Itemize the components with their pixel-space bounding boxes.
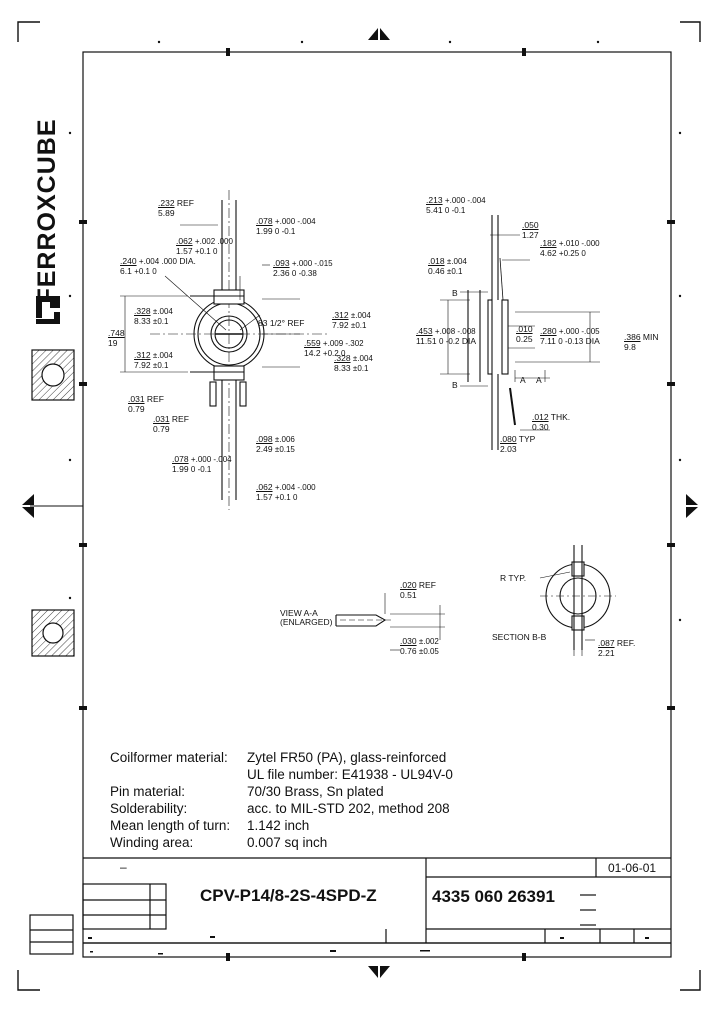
- view-aa-drawing: [335, 593, 445, 651]
- section-bb-r-label: R TYP.: [500, 573, 527, 583]
- section-marker-top: B: [452, 288, 458, 298]
- drawing-frame: [82, 51, 672, 958]
- section-bb-label: SECTION B-B: [492, 632, 547, 642]
- dim-240-dia: .240 +.004 .000 DIA.6.1 +0.1 0: [120, 256, 196, 276]
- side-view-drawing: [440, 215, 600, 450]
- issue-date: 01-06-01: [608, 861, 657, 875]
- front-view-drawing: [120, 190, 330, 510]
- title-block-lines: [29, 857, 671, 955]
- brand-name: FERROXCUBE: [33, 118, 61, 304]
- hatched-box-1: [31, 349, 75, 401]
- title-dash: –: [120, 860, 127, 874]
- hatched-box-2: [31, 609, 75, 657]
- dim-012-thk: .012 THK.0.30: [532, 412, 571, 432]
- centering-arrows: [22, 28, 698, 978]
- brand-logo: FERROXCUBE: [16, 118, 80, 304]
- section-marker-bottom: B: [452, 380, 458, 390]
- section-bb-drawing: [539, 545, 616, 656]
- view-marker-left: A: [520, 375, 526, 385]
- corner-marks: [17, 21, 701, 991]
- view-aa-label: VIEW A-A(ENLARGED): [280, 608, 333, 627]
- ferroxcube-logo-icon: [36, 296, 60, 324]
- code-number: 4335 060 26391: [432, 887, 555, 906]
- type-number: CPV-P14/8-2S-4SPD-Z: [200, 886, 377, 905]
- view-marker-right: A: [536, 375, 542, 385]
- section-bb-dim-087: .087 REF.2.21: [598, 638, 636, 658]
- angle-label: 83 1/2° REF: [258, 318, 305, 328]
